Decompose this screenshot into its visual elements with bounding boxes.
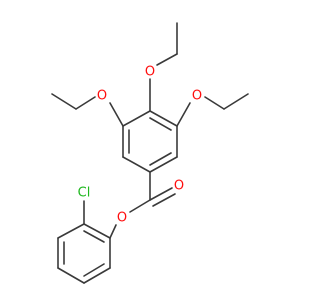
bond-carbonyl-double-1 — [149, 187, 173, 201]
bond-ring2-d — [57, 267, 85, 284]
atom-oxygen-ester-link: O — [117, 211, 127, 226]
bond-ring1-double-b — [149, 152, 172, 166]
structure-diagram: O O O O O Cl — [51, 22, 249, 284]
molecule-canvas: O O O O O Cl — [51, 22, 249, 284]
bond-ring1-double-a — [149, 117, 172, 131]
atom-chlorine: Cl — [78, 186, 91, 201]
bond-ring2-a — [83, 223, 111, 239]
bond-olink-ring2 — [109, 224, 117, 239]
bond-ring2-double-c — [83, 263, 105, 277]
bond-oleft-ch2 — [75, 96, 96, 110]
bond-c2-oright — [176, 102, 191, 127]
bond-ring1-c4-c5 — [122, 156, 151, 173]
bond-ring1-c3-c4 — [149, 156, 178, 173]
bond-ch2-ch3-right — [223, 93, 249, 110]
bond-ring1-c1-c2 — [149, 110, 178, 127]
bond-ring1-c6-c1 — [122, 110, 151, 127]
bond-ring2-b — [57, 223, 85, 239]
bond-carbonyl-olink — [129, 199, 151, 213]
bond-otop-ch2 — [156, 53, 178, 66]
bond-ring2-e — [83, 267, 111, 284]
bond-c6-oleft — [109, 102, 124, 127]
bond-ch2-ch3-left — [51, 93, 77, 110]
atom-labels-group: O O O O O Cl — [78, 65, 202, 226]
atom-oxygen-left: O — [97, 89, 107, 104]
bond-oright-ch2 — [204, 96, 225, 110]
atom-oxygen-carbonyl: O — [174, 179, 184, 194]
atom-oxygen-top: O — [145, 65, 155, 80]
bonds-group — [51, 22, 249, 284]
bond-ring2-double-a — [83, 230, 105, 243]
bond-carbonyl-double-2 — [152, 193, 176, 207]
atom-oxygen-right: O — [192, 89, 202, 104]
